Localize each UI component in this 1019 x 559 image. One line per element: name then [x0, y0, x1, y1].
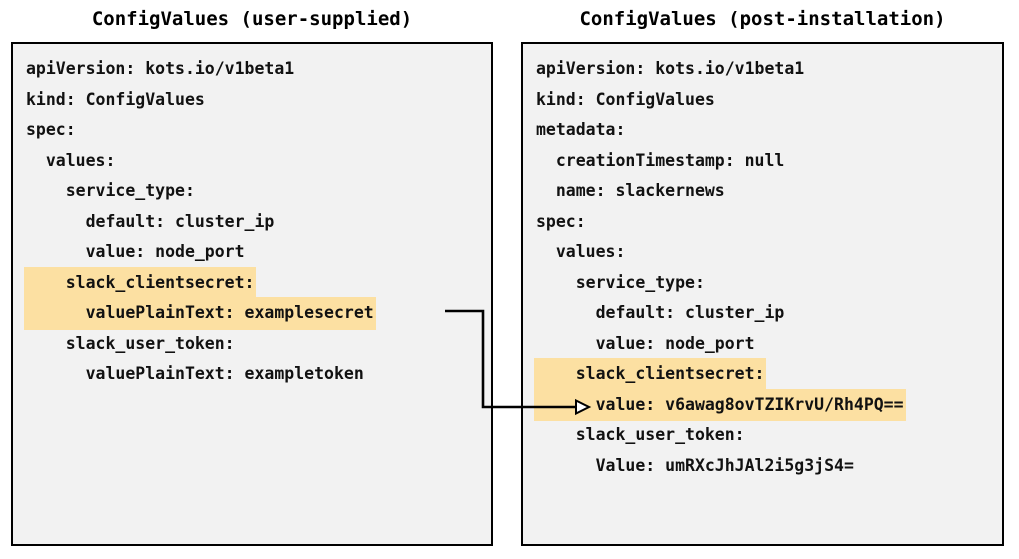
code-line: values: — [523, 237, 1002, 268]
code-line: apiVersion: kots.io/v1beta1 — [523, 54, 1002, 85]
code-line: slack_clientsecret: — [523, 359, 1002, 390]
code-line-text: apiVersion: kots.io/v1beta1 — [26, 59, 295, 78]
config-values-user-supplied-panel: apiVersion: kots.io/v1beta1 kind: ConfigV… — [11, 42, 493, 546]
yaml-code-block-right: apiVersion: kots.io/v1beta1 kind: ConfigV… — [523, 44, 1002, 481]
code-line: default: cluster_ip — [523, 298, 1002, 329]
code-line-text: metadata: — [536, 120, 626, 139]
code-line-text: name: slackernews — [536, 181, 725, 200]
code-line: slack_user_token: — [523, 420, 1002, 451]
code-line-text: kind: ConfigValues — [26, 89, 205, 109]
code-line: name: slackernews — [523, 176, 1002, 207]
code-line: valuePlainText: examplesecret — [13, 298, 491, 329]
code-line-text: service_type: — [536, 272, 705, 292]
code-line: values: — [13, 146, 491, 177]
panel-title-post-installation: ConfigValues (post-installation) — [579, 8, 946, 30]
code-line-text: slack_clientsecret: — [25, 267, 256, 298]
code-line: slack_clientsecret: — [13, 267, 491, 298]
code-line-text: kind: ConfigValues — [536, 89, 715, 109]
config-values-post-installation-panel: apiVersion: kots.io/v1beta1 kind: ConfigV… — [521, 42, 1004, 546]
code-line: service_type: — [13, 176, 491, 207]
panel-title-user-supplied: ConfigValues (user-supplied) — [91, 8, 413, 30]
code-line-text: value: node_port — [26, 242, 245, 261]
code-line: spec: — [13, 115, 491, 146]
code-line: valuePlainText: exampletoken — [13, 359, 491, 390]
code-line-text: values: — [536, 242, 626, 261]
code-line-text: spec: — [536, 211, 586, 231]
code-line: spec: — [523, 207, 1002, 238]
code-line-text: Value: umRXcJhJAl2i5g3jS4= — [536, 455, 854, 475]
code-line: default: cluster_ip — [13, 207, 491, 238]
code-line-text: service_type: — [26, 181, 195, 200]
code-line: Value: umRXcJhJAl2i5g3jS4= — [523, 451, 1002, 482]
code-line: value: node_port — [13, 237, 491, 268]
code-line: apiVersion: kots.io/v1beta1 — [13, 54, 491, 85]
code-line-text: creationTimestamp: null — [536, 150, 785, 170]
code-line: value: node_port — [523, 329, 1002, 360]
code-line: value: v6awag8ovTZIKrvU/Rh4PQ== — [523, 389, 1002, 420]
code-line-text: slack_user_token: — [536, 425, 745, 444]
code-line-text: values: — [26, 150, 116, 170]
code-line: slack_user_token: — [13, 329, 491, 360]
yaml-code-block-left: apiVersion: kots.io/v1beta1 kind: ConfigV… — [13, 44, 491, 390]
code-line-text: slack_clientsecret: — [535, 359, 766, 390]
code-line-text: valuePlainText: examplesecret — [25, 298, 375, 329]
code-line-text: spec: — [26, 120, 76, 139]
code-line-text: value: v6awag8ovTZIKrvU/Rh4PQ== — [535, 389, 905, 420]
code-line: kind: ConfigValues — [13, 85, 491, 116]
code-line-text: default: cluster_ip — [536, 303, 785, 322]
code-line: kind: ConfigValues — [523, 85, 1002, 116]
code-line: creationTimestamp: null — [523, 146, 1002, 177]
code-line-text: default: cluster_ip — [26, 211, 275, 231]
code-line-text: apiVersion: kots.io/v1beta1 — [536, 59, 805, 78]
code-line-text: slack_user_token: — [26, 333, 235, 353]
code-line-text: valuePlainText: exampletoken — [26, 364, 364, 383]
code-line: service_type: — [523, 268, 1002, 299]
code-line: metadata: — [523, 115, 1002, 146]
code-line-text: value: node_port — [536, 333, 755, 353]
